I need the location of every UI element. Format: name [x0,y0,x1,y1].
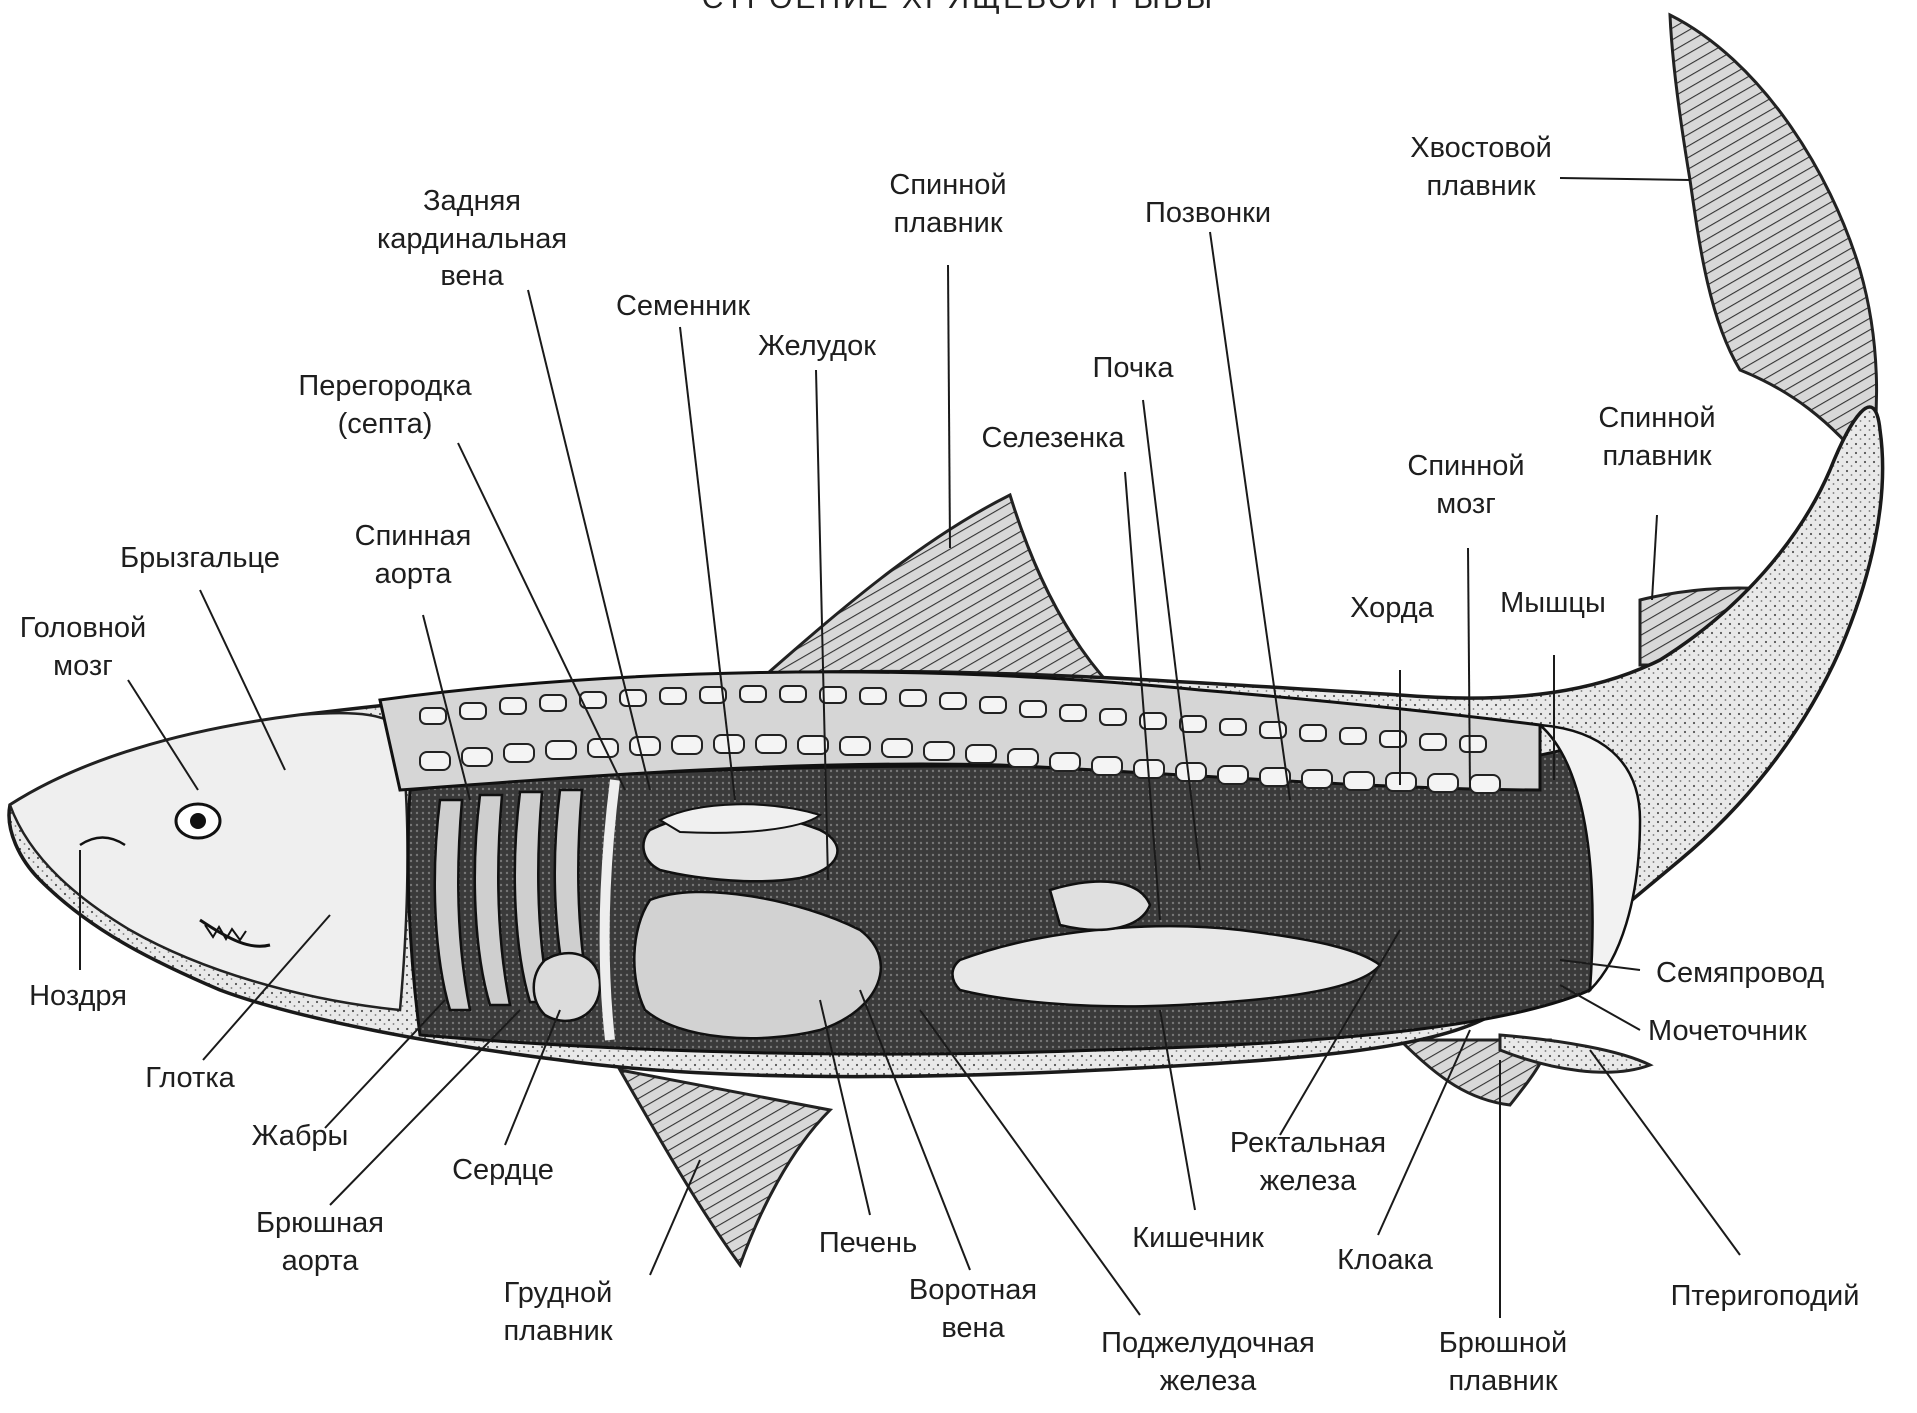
diagram-title: СТРОЕНИЕ ХРЯЩЕВОЙ РЫБЫ [0,0,1917,16]
label-gills: Жабры [252,1118,349,1156]
label-kidney: Почка [1093,350,1174,388]
label-notochord: Хорда [1350,590,1434,628]
label-heart: Сердце [452,1152,554,1190]
spleen-shape [1050,882,1150,930]
label-vertebrae: Позвонки [1145,195,1271,233]
label-liver: Печень [819,1225,917,1263]
label-spleen: Селезенка [981,420,1124,458]
label-intestine: Кишечник [1132,1220,1264,1258]
label-ureter: Мочеточник [1648,1013,1807,1051]
first-dorsal-fin [760,495,1110,685]
label-pharynx: Глотка [145,1060,235,1098]
pectoral-fin [620,1070,830,1265]
label-spiracle: Брызгальце [120,540,280,578]
label-stomach: Желудок [758,328,876,366]
label-septum: Перегородка(септа) [298,368,471,443]
label-sperm-duct: Семяпровод [1656,955,1824,993]
label-nostril: Ноздря [29,978,127,1016]
head [10,713,408,1010]
label-pterygopodium: Птеригоподий [1671,1278,1860,1316]
label-testis: Семенник [616,288,750,326]
heart-shape [534,953,600,1021]
label-cloaca: Клоака [1337,1242,1433,1280]
label-muscles: Мышцы [1500,585,1606,623]
